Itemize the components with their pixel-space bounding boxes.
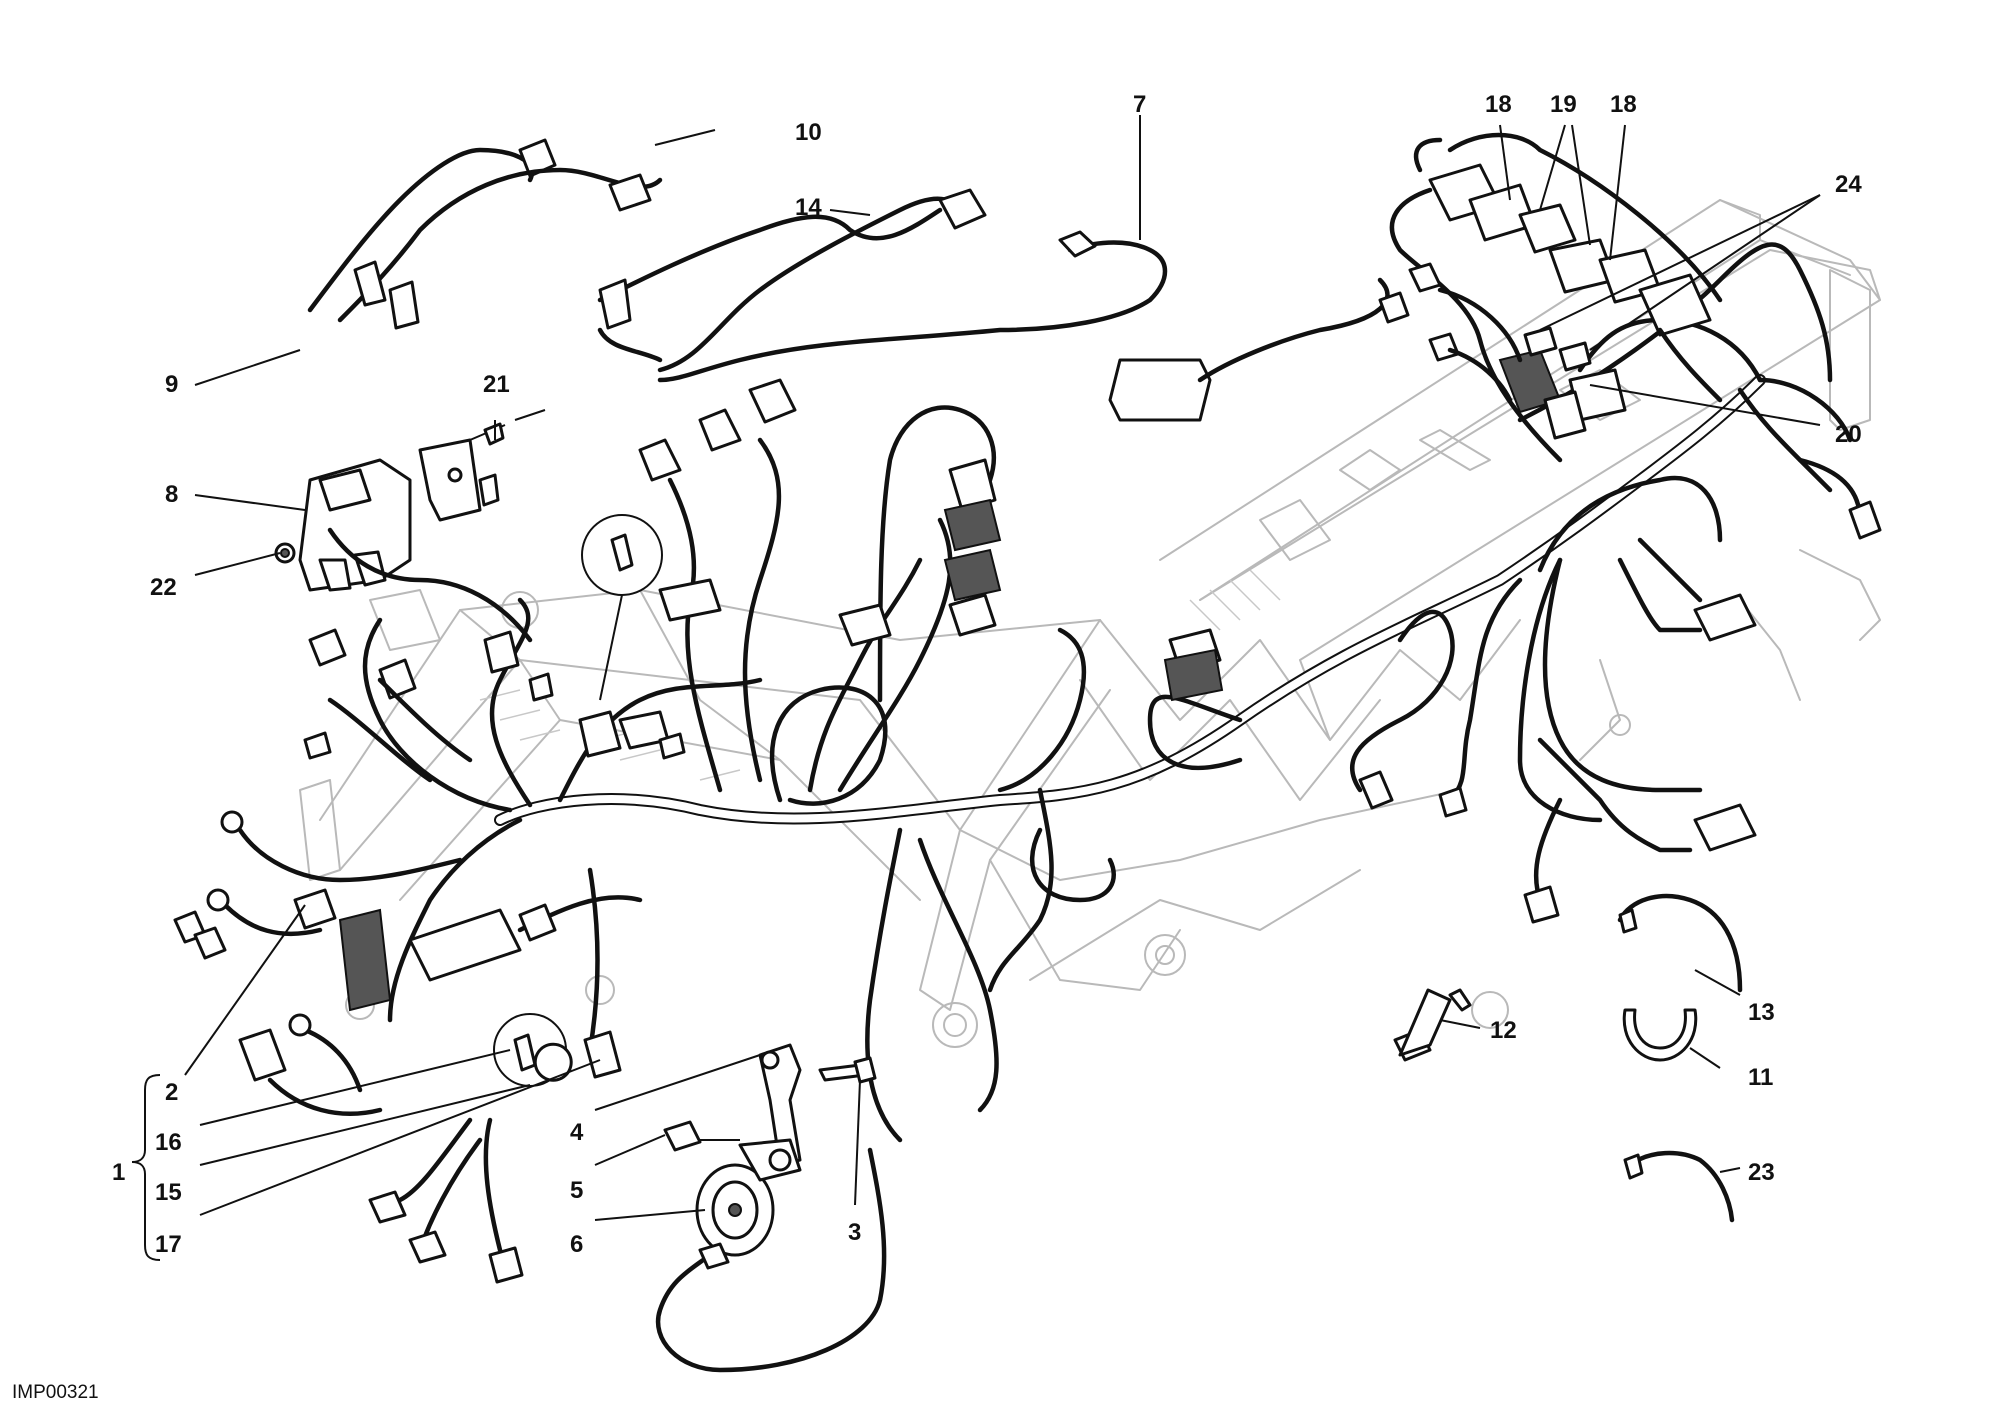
callout-14: 14 bbox=[795, 194, 822, 221]
callout-9: 9 bbox=[165, 371, 178, 398]
callout-21: 21 bbox=[483, 371, 510, 398]
left-side-connectors bbox=[173, 527, 643, 1116]
callout-18b: 18 bbox=[1610, 91, 1637, 118]
callout-13: 13 bbox=[1748, 999, 1775, 1026]
lower-left-leads bbox=[368, 867, 622, 1284]
callout-2: 2 bbox=[165, 1079, 178, 1106]
callout-24: 24 bbox=[1835, 171, 1862, 198]
callout-12: 12 bbox=[1490, 1017, 1517, 1044]
callout-7: 7 bbox=[1133, 91, 1146, 118]
ignition-coil-assembly bbox=[274, 409, 546, 592]
central-connectors bbox=[578, 378, 1224, 760]
callout-20: 20 bbox=[1835, 421, 1862, 448]
callout-1: 1 bbox=[112, 1159, 125, 1186]
callout-4: 4 bbox=[570, 1119, 584, 1146]
loose-parts-right bbox=[1393, 893, 1743, 1223]
callout-5: 5 bbox=[570, 1177, 583, 1204]
callout-8: 8 bbox=[165, 481, 178, 508]
callout-17: 17 bbox=[155, 1231, 182, 1258]
terminal-detail-circle bbox=[493, 514, 663, 1087]
callout-16: 16 bbox=[155, 1129, 182, 1156]
sensor-leads-upper bbox=[307, 138, 987, 373]
callout-22: 22 bbox=[150, 574, 177, 601]
leader-lines bbox=[184, 115, 1821, 1221]
callout-15: 15 bbox=[155, 1179, 182, 1206]
callout-labels: 9 10 14 7 18 19 18 24 20 21 8 22 2 16 1 … bbox=[112, 91, 1862, 1258]
callout-18a: 18 bbox=[1485, 91, 1512, 118]
horn-assembly bbox=[655, 1043, 887, 1373]
callout-23: 23 bbox=[1748, 1159, 1775, 1186]
reference-code: IMP00321 bbox=[12, 1382, 99, 1403]
callout-3: 3 bbox=[848, 1219, 861, 1246]
callout-11: 11 bbox=[1748, 1064, 1773, 1091]
callout-19: 19 bbox=[1550, 91, 1577, 118]
fuse-relay-box bbox=[1358, 163, 1882, 924]
callout-10: 10 bbox=[795, 119, 822, 146]
group-brace bbox=[131, 1074, 161, 1261]
callout-6: 6 bbox=[570, 1231, 583, 1258]
